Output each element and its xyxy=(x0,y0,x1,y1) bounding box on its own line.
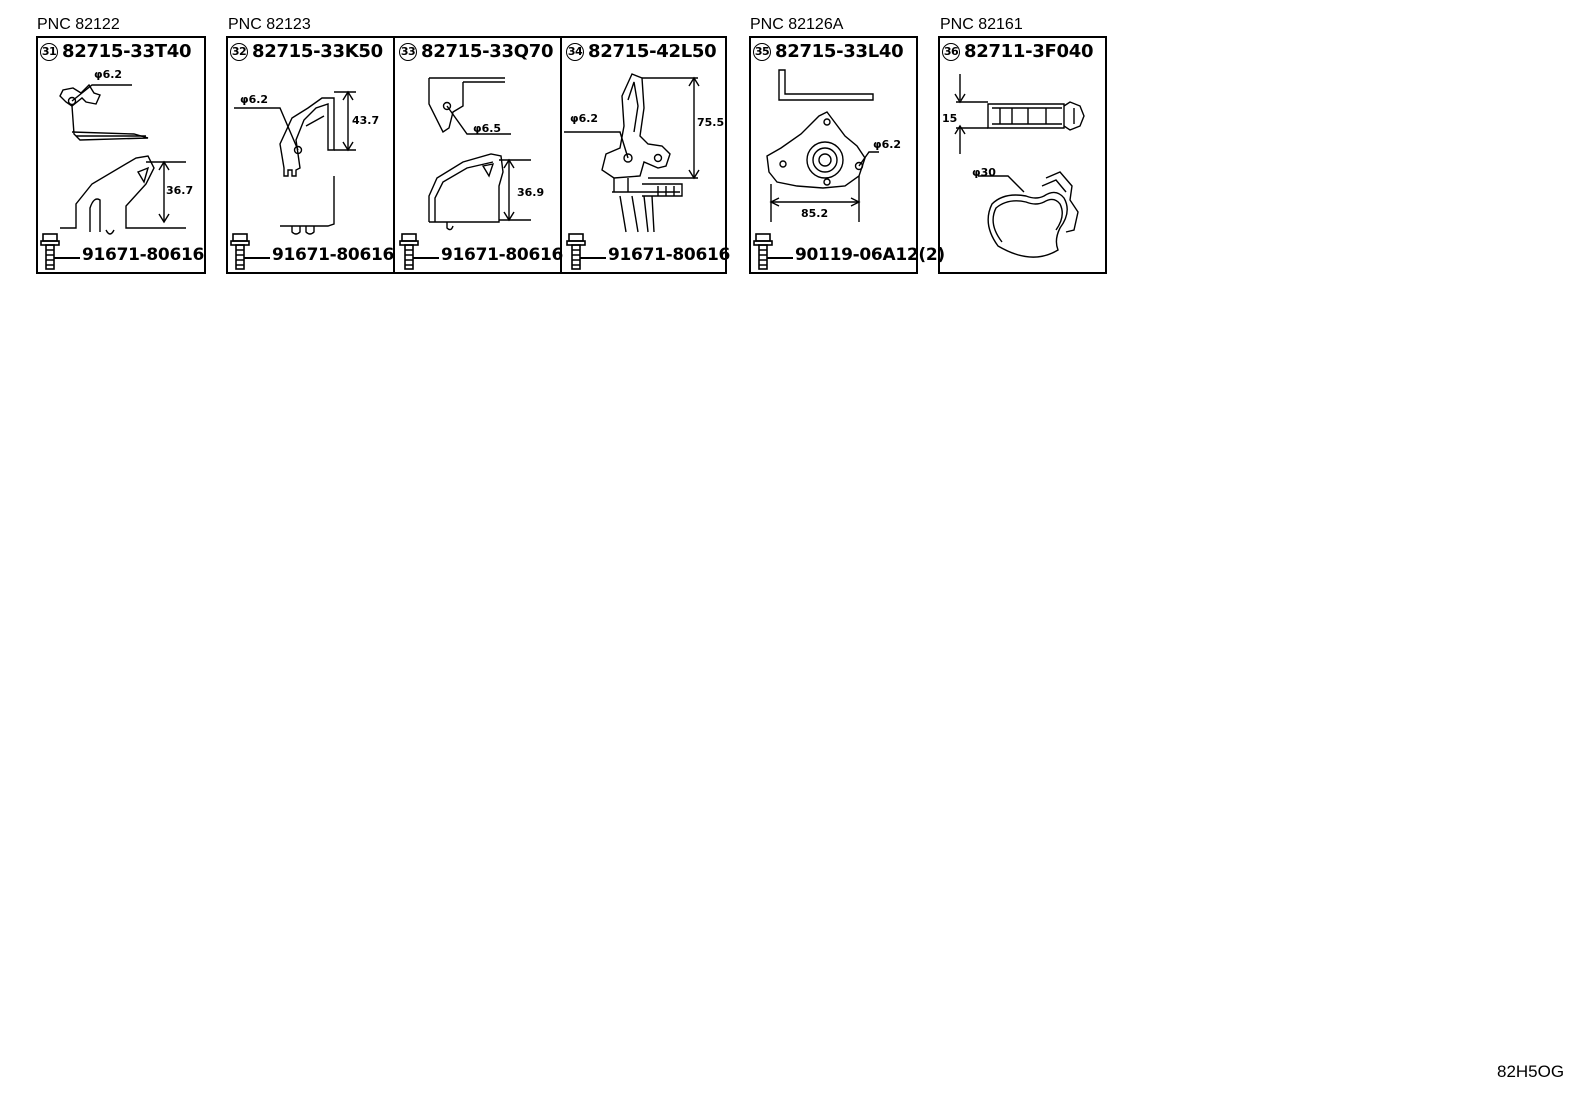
callout-number: 32 xyxy=(230,42,248,61)
clamp-drawing xyxy=(954,74,1085,258)
part-header: 32 82715-33K50 xyxy=(230,41,383,62)
bolt-icon xyxy=(40,233,80,270)
dimension-label: 36.7 xyxy=(166,184,194,197)
dimension-label: 43.7 xyxy=(352,114,380,127)
part-panel-35: 35 82715-33L40 85.2 φ6.2 90119-06A12(2) xyxy=(749,36,945,274)
bracket-drawing xyxy=(428,77,531,231)
bracket-drawing xyxy=(59,83,186,235)
bracket-drawing xyxy=(766,69,879,222)
group-frame-82123 xyxy=(226,36,727,274)
part-number: 82715-33K50 xyxy=(252,41,383,62)
callout-number: 34 xyxy=(566,42,584,61)
dimension-label: φ6.2 xyxy=(570,112,599,125)
dimension-label: φ6.2 xyxy=(240,93,269,106)
part-panel-33: 33 82715-33Q70 φ6.5 36.9 91671-80616 xyxy=(393,36,564,274)
part-header: 33 82715-33Q70 xyxy=(399,41,554,62)
part-header: 36 82711-3F040 xyxy=(942,41,1093,62)
bolt-part-number: 91671-80616 xyxy=(441,245,564,265)
bracket-drawing xyxy=(564,73,700,233)
callout-number: 31 xyxy=(40,42,58,61)
bolt-icon xyxy=(230,233,270,270)
bolt-icon xyxy=(566,233,606,270)
pnc-label: PNC 82126A xyxy=(750,16,844,33)
group-frame-82126a xyxy=(749,36,918,274)
bolt-part-number: 91671-80616 xyxy=(272,245,395,265)
part-header: 31 82715-33T40 xyxy=(40,41,191,62)
bolt-icon xyxy=(399,233,439,270)
part-header: 34 82715-42L50 xyxy=(566,41,717,62)
dimension-label: 75.5 xyxy=(697,116,725,129)
bolt-part-number: 90119-06A12(2) xyxy=(795,245,945,265)
bolt-icon xyxy=(753,233,793,270)
group-frame-82122 xyxy=(36,36,206,274)
bolt-part-number: 91671-80616 xyxy=(608,245,731,265)
part-panel-31: 31 82715-33T40 φ6.2 36.7 91671-80616 xyxy=(36,36,206,274)
dimension-label: φ30 xyxy=(972,166,996,179)
pnc-label: PNC 82123 xyxy=(228,16,311,33)
dimension-label: 15 xyxy=(942,112,958,125)
group-frame-82161 xyxy=(938,36,1107,274)
part-number: 82715-33T40 xyxy=(62,41,192,62)
dimension-label: φ6.2 xyxy=(873,138,902,151)
part-number: 82715-42L50 xyxy=(588,41,717,62)
part-number: 82715-33L40 xyxy=(775,41,904,62)
pnc-label: PNC 82161 xyxy=(940,16,1023,33)
part-panel-32: 32 82715-33K50 φ6.2 43.7 91671-80616 xyxy=(226,36,395,274)
bolt-part-number: 91671-80616 xyxy=(82,245,205,265)
diagram-code: 82H5OG xyxy=(1497,1062,1565,1081)
part-panel-34: 34 82715-42L50 φ6.2 75.5 91671-80616 xyxy=(560,36,731,274)
dimension-label: 36.9 xyxy=(517,186,545,199)
bracket-drawing xyxy=(234,90,356,235)
pnc-label: PNC 82122 xyxy=(37,16,120,33)
callout-number: 33 xyxy=(399,42,417,61)
part-number: 82711-3F040 xyxy=(964,41,1094,62)
part-number: 82715-33Q70 xyxy=(421,41,554,62)
dimension-label: φ6.5 xyxy=(473,122,502,135)
dimension-label: φ6.2 xyxy=(94,68,123,81)
callout-number: 36 xyxy=(942,42,960,61)
callout-number: 35 xyxy=(753,42,771,61)
part-panel-36: 36 82711-3F040 15 φ30 xyxy=(938,36,1107,274)
part-header: 35 82715-33L40 xyxy=(753,41,904,62)
dimension-label: 85.2 xyxy=(801,207,829,220)
